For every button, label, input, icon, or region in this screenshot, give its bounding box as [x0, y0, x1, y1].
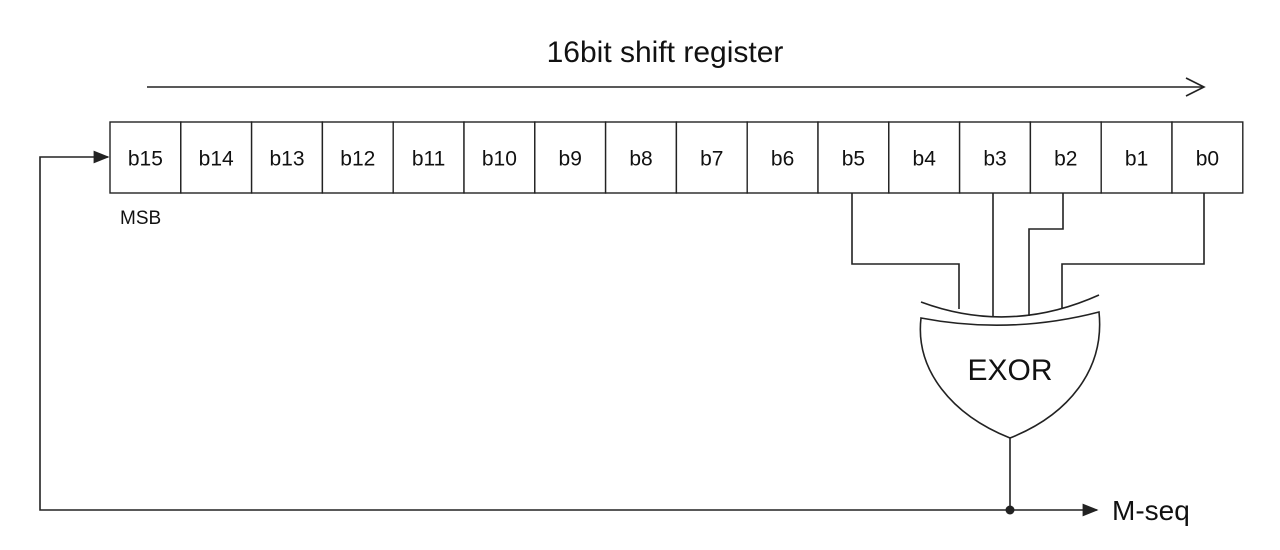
register-cell-label: b1	[1125, 148, 1148, 171]
register-cell-b7: b7	[675, 121, 748, 194]
register-cell-label: b6	[771, 148, 794, 171]
register-cells: b15 b14 b13 b12 b11 b10 b9 b8 b7 b6 b5 b4 b3 b2 b1 b0	[109, 121, 1244, 194]
register-cell-label: b8	[629, 148, 652, 171]
tap-wires	[851, 193, 1205, 316]
register-cell-label: b7	[700, 148, 723, 171]
register-cell-b1: b1	[1100, 121, 1173, 194]
register-cell-b3: b3	[958, 121, 1032, 194]
register-cell-b2: b2	[1029, 121, 1102, 194]
register-cell-b12: b12	[321, 121, 394, 194]
register-cell-label: b15	[128, 148, 163, 171]
exor-gate-label: EXOR	[967, 354, 1052, 387]
shift-direction-arrow	[147, 77, 1206, 97]
register-cell-b15: b15	[109, 121, 182, 194]
register-cell-label: b14	[199, 148, 234, 171]
register-cell-label: b9	[559, 148, 582, 171]
register-cell-label: b11	[412, 148, 445, 171]
register-cell-b8: b8	[604, 121, 678, 194]
register-cell-b4: b4	[888, 121, 961, 194]
register-cell-b11: b11	[392, 121, 465, 194]
register-cell-b10: b10	[463, 121, 536, 194]
register-cell-b13: b13	[250, 121, 324, 194]
register-cell-b5: b5	[817, 121, 890, 194]
exor-gate: EXOR	[919, 294, 1101, 439]
register-cell-label: b10	[482, 148, 517, 171]
register-cell-label: b3	[983, 148, 1006, 171]
diagram-title: 16bit shift register	[547, 36, 784, 69]
feedback-wire	[39, 150, 1010, 511]
register-cell-b0: b0	[1171, 121, 1244, 194]
register-cell-label: b4	[913, 148, 937, 171]
register-cell-label: b13	[269, 148, 304, 171]
register-cell-b14: b14	[180, 121, 253, 194]
register-cell-label: b5	[842, 148, 865, 171]
register-cell-label: b0	[1196, 148, 1219, 171]
register-cell-b6: b6	[746, 121, 819, 194]
register-cell-b9: b9	[534, 121, 607, 194]
register-cell-label: b12	[340, 148, 375, 171]
msb-label: MSB	[120, 208, 161, 229]
register-cell-label: b2	[1054, 148, 1077, 171]
output-label: M-seq	[1112, 495, 1190, 526]
